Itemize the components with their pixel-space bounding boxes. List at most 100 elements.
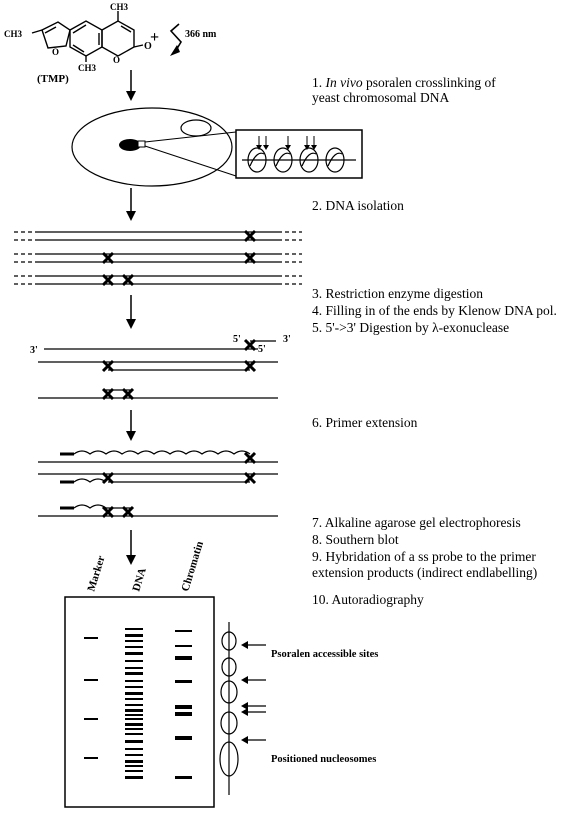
gel-band-chromatin (175, 705, 192, 709)
zoom-line (144, 145, 237, 177)
psoralen-accessible-label: Psoralen accessible sites (271, 649, 378, 660)
gel-band-dna (125, 680, 143, 682)
five-prime-a-label: 5' (233, 334, 241, 345)
nucleosome-chain (219, 622, 239, 795)
crosslink (121, 273, 135, 287)
wavelength-label: 366 nm (185, 29, 217, 40)
positioned-nucleosomes-label: Positioned nucleosomes (271, 754, 376, 765)
pyrone-o-label: O (113, 55, 120, 65)
arrow-1-head (126, 91, 136, 101)
pyrone-ring (101, 20, 135, 57)
gel-band-marker (84, 679, 98, 681)
three-prime-right-label: 3' (283, 334, 291, 345)
chromatin-region (137, 140, 146, 148)
lane-label-chromatin: Chromatin (179, 540, 206, 593)
benzene-ring (69, 20, 103, 57)
gel-band-marker (84, 637, 98, 639)
yeast-cell (71, 107, 233, 187)
accessible-site-arrows (246, 644, 266, 741)
gel-band-dna (125, 686, 143, 688)
lane-label-dna: DNA (130, 567, 148, 593)
gel-band-marker (84, 757, 98, 759)
inset-arrowheads (256, 145, 317, 150)
uv-arrowhead (170, 45, 180, 56)
methyl-left-label: CH3 (4, 29, 23, 39)
gel-band-dna (125, 765, 143, 767)
crosslink (101, 251, 115, 265)
gel-band-dna (125, 748, 143, 750)
arrow-5-head (126, 555, 136, 565)
digested-dna-strands (38, 338, 278, 401)
crosslink (243, 359, 257, 373)
methyl-bond-left (31, 29, 43, 34)
gel-band-dna (125, 740, 143, 743)
gel-band-dna (125, 640, 143, 642)
gel-band-chromatin (175, 736, 192, 740)
gel-band-dna (125, 714, 143, 716)
furan-ring (41, 21, 71, 49)
extended-primer (73, 504, 107, 509)
uv-light-icon (169, 23, 182, 53)
lane-label-marker: Marker (85, 554, 107, 593)
gel-band-dna (125, 733, 143, 735)
carbonyl-o-label: O (144, 41, 152, 52)
pyrone-double-bond (120, 25, 132, 33)
arrow-3-head (126, 319, 136, 329)
primer-extension-strands (38, 450, 278, 519)
crosslink (101, 273, 115, 287)
crosslink (243, 229, 257, 243)
inset-arrows (258, 136, 315, 146)
gel-band-dna (125, 660, 143, 662)
compound-label: (TMP) (37, 73, 69, 85)
gel-band-dna (125, 718, 143, 720)
plus-sign: + (150, 29, 159, 46)
benzene-double-bond-3 (72, 44, 85, 53)
crosslink (101, 387, 115, 401)
three-prime-left-label: 3' (30, 345, 38, 356)
gel-band-chromatin (175, 645, 192, 647)
gel-band-dna (125, 728, 143, 730)
furan-o-label: O (52, 47, 59, 57)
benzene-double-bond-1 (72, 24, 87, 34)
gel-band-dna (125, 634, 143, 637)
inset-nucleosomes (242, 147, 356, 173)
gel-band-dna (125, 628, 143, 630)
crosslink (101, 359, 115, 373)
five-prime-b-label: 5' (258, 344, 266, 355)
gel-band-chromatin (175, 630, 192, 632)
nucleosome (220, 680, 238, 704)
extended-primer (73, 450, 251, 455)
zoom-line-upper (144, 131, 237, 143)
furan-double-bond (44, 26, 57, 34)
gel-band-dna (125, 692, 143, 695)
crosslink (243, 338, 257, 352)
methyl-bottom-label: CH3 (78, 63, 97, 73)
crosslink (121, 387, 135, 401)
gel-band-chromatin (175, 680, 192, 683)
gel-band-dna (125, 646, 143, 648)
gel-bands (84, 628, 192, 779)
gel-band-marker (84, 718, 98, 720)
crosslink (121, 505, 135, 519)
nucleosome (221, 657, 237, 677)
nucleosome (221, 631, 237, 651)
nucleosome (219, 741, 239, 777)
gel-band-dna (125, 698, 143, 700)
crosslink (243, 451, 257, 465)
gel-band-dna (125, 776, 143, 779)
tmp-structure (31, 11, 144, 62)
gel-band-dna (125, 672, 143, 675)
accessible-site-arrowheads (241, 641, 248, 744)
gel-band-dna (125, 760, 143, 763)
gel-band-dna (125, 723, 143, 726)
gel-band-dna (125, 709, 143, 712)
arrow-4-head (126, 431, 136, 441)
crosslink (243, 251, 257, 265)
gel-band-chromatin (175, 776, 192, 779)
nucleus (119, 139, 141, 151)
crosslink (101, 471, 115, 485)
isolated-dna-strands (14, 229, 302, 287)
gel-band-dna (125, 770, 143, 772)
carbonyl-bond (133, 44, 144, 48)
